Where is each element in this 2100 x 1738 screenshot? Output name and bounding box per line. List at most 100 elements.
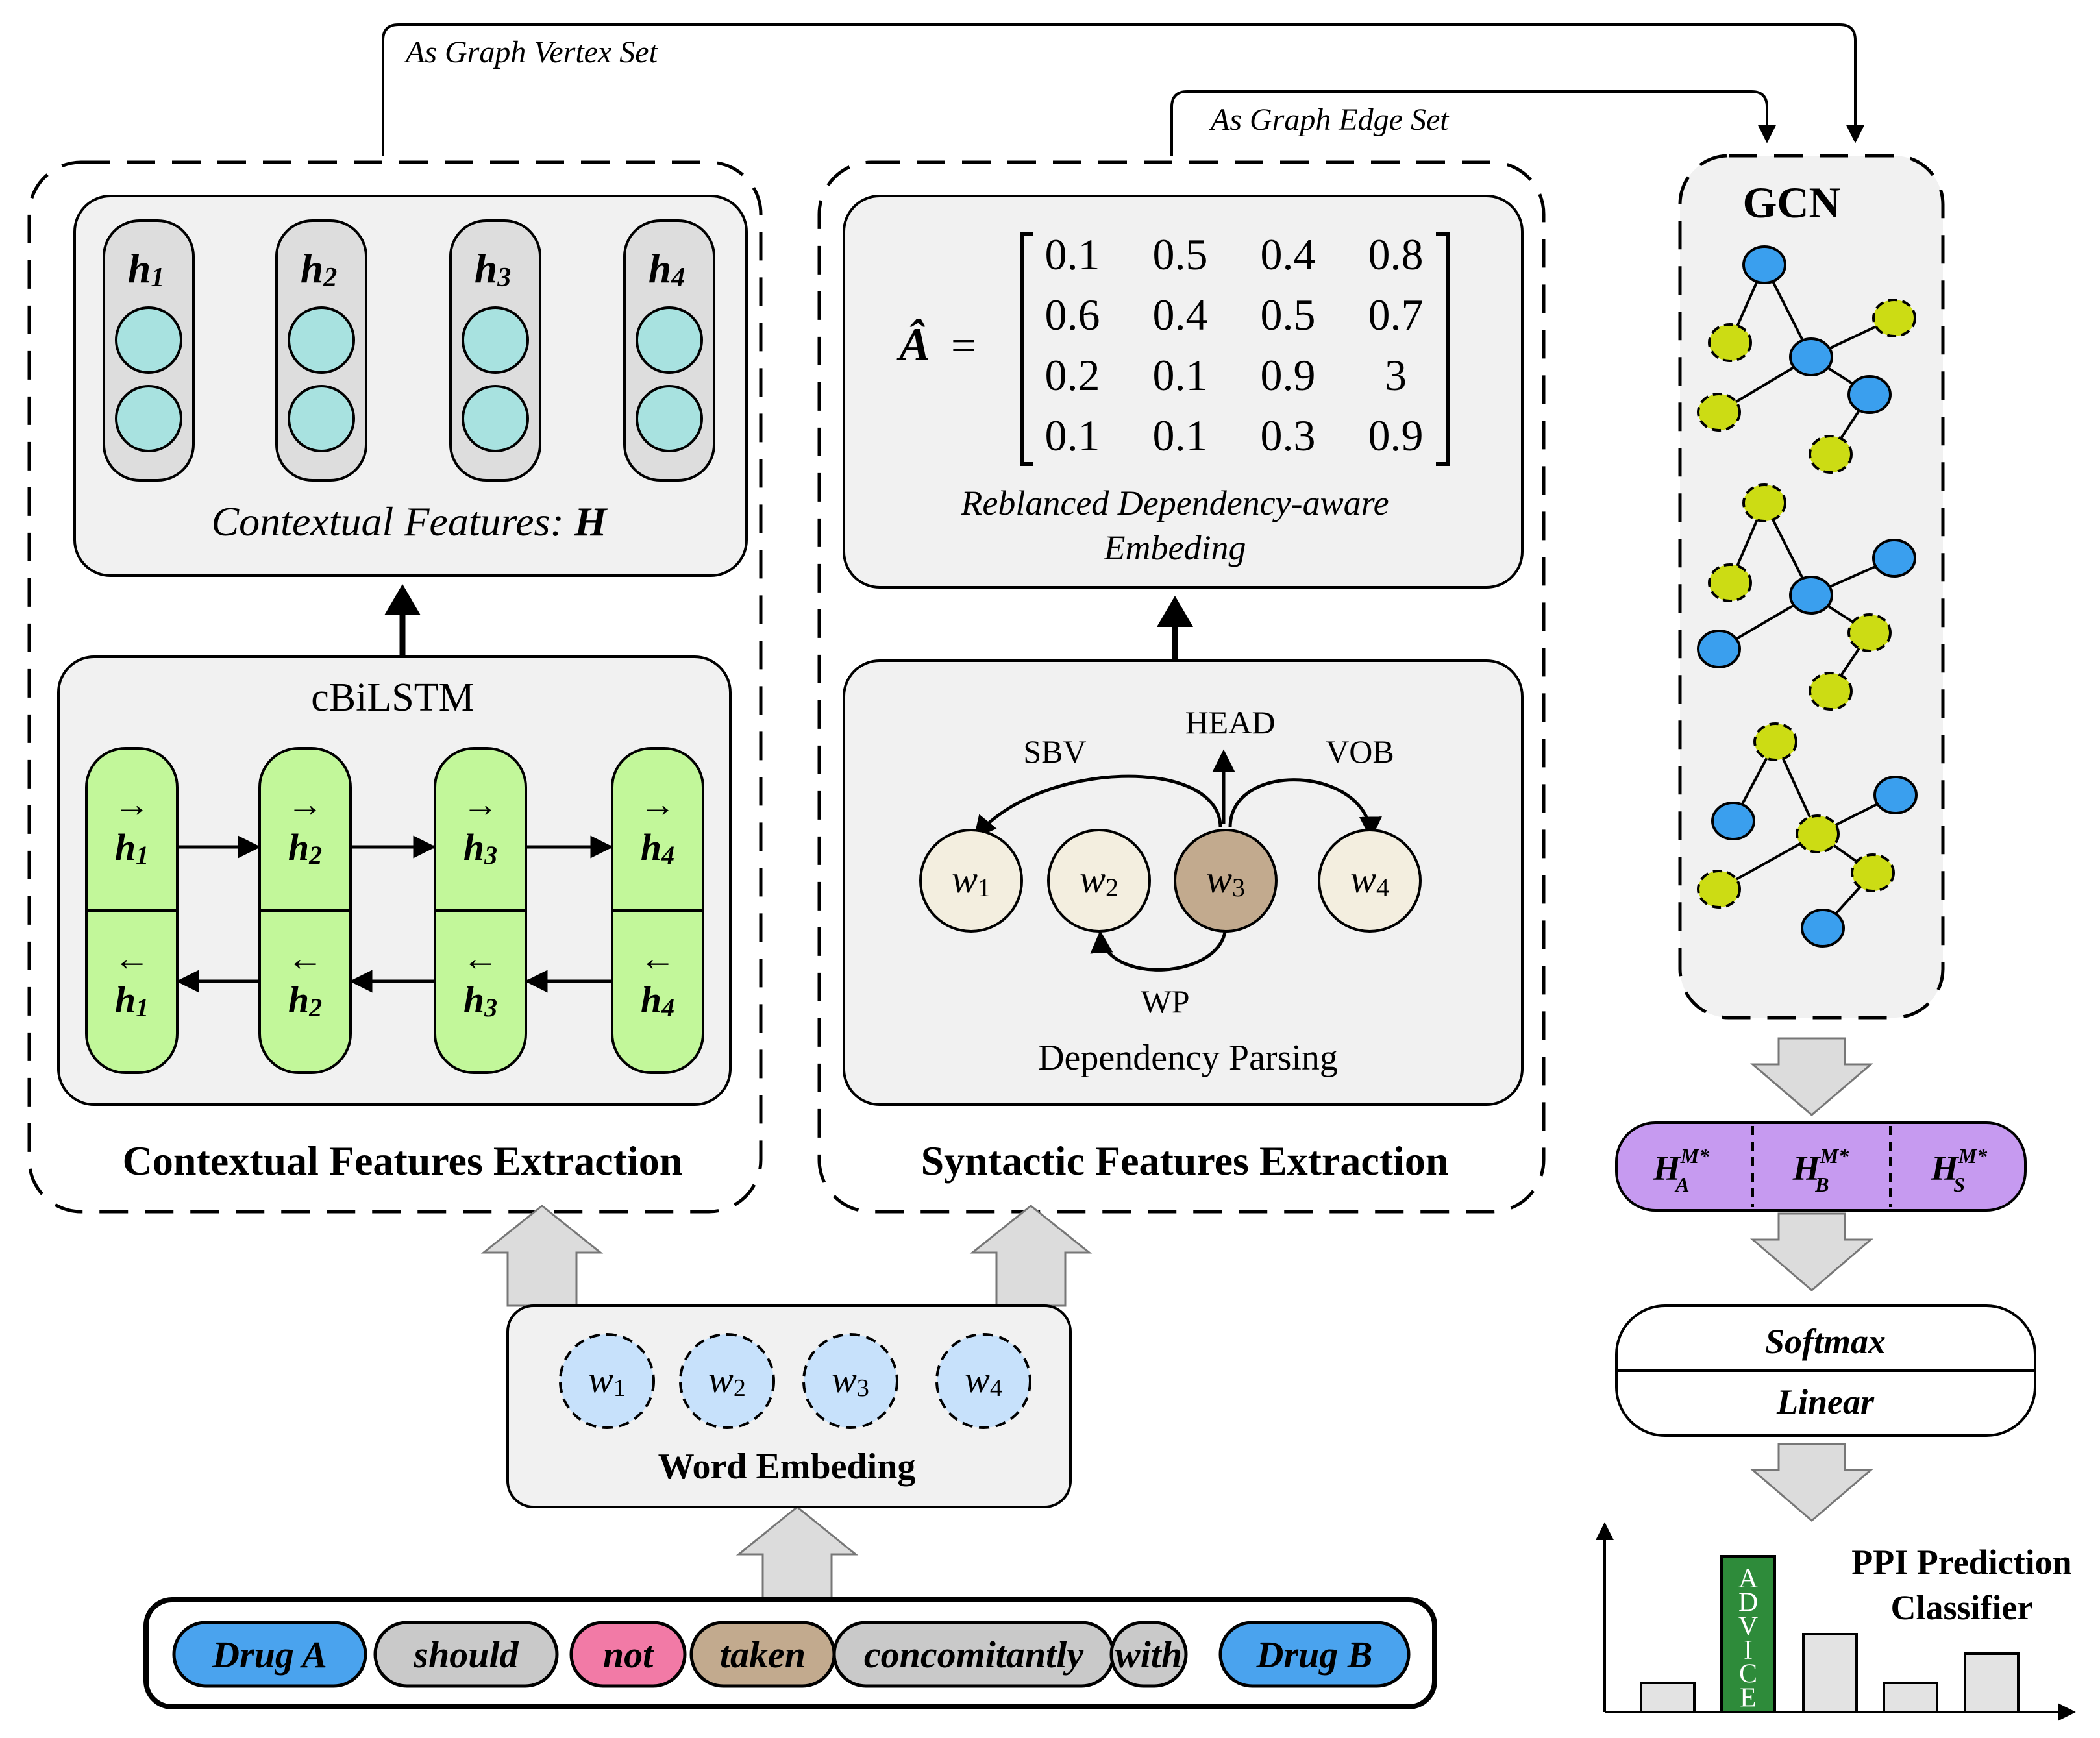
graph-node-yellow <box>1847 613 1892 652</box>
forward-hidden-label: h1 <box>115 826 149 870</box>
representation-bar <box>1615 1121 2027 1212</box>
matrix-cell: 0.8 <box>1368 230 1424 279</box>
matrix-symbol: Â <box>896 319 930 371</box>
advice-letter: E <box>1740 1683 1757 1713</box>
token-text: taken <box>720 1634 806 1676</box>
word-node-label: w3 <box>1206 858 1245 902</box>
feature-node <box>288 306 355 374</box>
backward-arrow-glyph: ← <box>287 938 323 979</box>
token-text: with <box>1115 1634 1182 1676</box>
graph-node-yellow <box>1753 722 1797 761</box>
matrix-right-bracket <box>1436 232 1450 466</box>
graph-node-yellow <box>1809 672 1853 711</box>
graph-node-yellow <box>1796 814 1840 853</box>
matrix-left-bracket <box>1020 232 1033 466</box>
arrow-head <box>384 584 421 615</box>
edge-set-arrow <box>1170 90 1776 156</box>
matrix-cell: 0.9 <box>1261 350 1316 400</box>
contextual-extraction-module: h1 h2 h3 h4 Contextual Features: H <box>27 160 763 1214</box>
feature-node <box>115 306 182 374</box>
contextual-module-border <box>27 160 763 1214</box>
lstm-recurrent-arrows <box>176 835 613 993</box>
advice-letter: D <box>1738 1588 1758 1618</box>
lstm-cell-4: → h4 ← h4 <box>611 747 704 1074</box>
backward-hidden-label: h4 <box>641 979 674 1022</box>
sbv-arc <box>973 774 1222 839</box>
linear-label: Linear <box>1776 1382 1875 1421</box>
matrix-cell: 0.6 <box>1045 290 1100 339</box>
graph-node-blue <box>1789 576 1833 615</box>
h-column-3: h3 <box>449 219 541 482</box>
graph-node-yellow <box>1708 563 1752 602</box>
classifier-bars <box>1640 1555 2020 1713</box>
contextual-module-title: Contextual Features Extraction <box>123 1138 683 1184</box>
token-text: not <box>603 1634 654 1676</box>
forward-arrow-glyph: → <box>639 785 676 825</box>
matrix-cell: 0.1 <box>1045 230 1100 279</box>
graph-node-yellow <box>1697 870 1741 909</box>
advice-letter: I <box>1744 1635 1753 1665</box>
backward-hidden-label: h1 <box>115 979 149 1022</box>
embed-word-3: w3 <box>802 1333 898 1429</box>
gcn-to-output-arrow <box>1749 1037 1874 1116</box>
matrix-cell: 0.2 <box>1045 350 1100 400</box>
arrow-head <box>1157 596 1193 627</box>
token-pill <box>1218 1621 1411 1688</box>
graph-node-yellow <box>1872 299 1916 337</box>
concatenated-representation: HM*A HM*B HM*S <box>1615 1121 2027 1212</box>
matrix-cell: 0.5 <box>1261 290 1316 339</box>
feature-node <box>288 385 355 452</box>
word-node-head <box>1174 829 1278 933</box>
h-column-label: h2 <box>301 245 338 293</box>
forward-hidden-label: h4 <box>641 826 674 870</box>
gcn-module: GCN <box>1678 154 1945 1020</box>
matrix-cell: 0.1 <box>1045 411 1100 460</box>
classifier-bar <box>1883 1682 1938 1713</box>
classifier-bar <box>1640 1682 1696 1713</box>
embedding-node-label: w2 <box>708 1358 746 1402</box>
token-pill <box>569 1621 687 1688</box>
embedding-to-contextual-arrow <box>480 1205 604 1307</box>
word-node-label: w4 <box>1350 858 1389 902</box>
token-text: should <box>413 1634 519 1676</box>
classifier-bar <box>1964 1652 2020 1713</box>
gcn-graph-3 <box>1697 722 1918 948</box>
graph-node-blue <box>1872 539 1916 578</box>
parse-word-2: w2 <box>1047 829 1151 933</box>
wp-arc <box>1090 925 1228 972</box>
softmax-label: Softmax <box>1765 1322 1886 1361</box>
dependency-arcs <box>973 749 1382 972</box>
matrix-cell: 0.1 <box>1153 411 1208 460</box>
advice-letter: A <box>1738 1564 1759 1594</box>
matrix-cell: 0.4 <box>1153 290 1208 339</box>
forward-hidden-label: h3 <box>463 826 497 870</box>
embedding-node <box>802 1333 898 1429</box>
matrix-equals: = <box>951 321 976 370</box>
matrix-cell: 0.9 <box>1368 411 1424 460</box>
vertex-set-arrow <box>382 23 1864 156</box>
sbv-label: SBV <box>1023 733 1086 770</box>
head-label: HEAD <box>1185 704 1276 740</box>
classifier-title-line2: Classifier <box>1891 1588 2033 1627</box>
parse-word-1: w1 <box>919 829 1023 933</box>
h-a-label: HM*A <box>1653 1144 1710 1196</box>
bilstm-title: cBiLSTM <box>311 676 474 720</box>
embedding-node-label: w4 <box>965 1358 1002 1402</box>
graph-node-blue <box>1697 630 1741 668</box>
matrix-cell: 0.7 <box>1368 290 1424 339</box>
backward-hidden-label: h2 <box>288 979 322 1022</box>
gcn-graph-2 <box>1697 483 1916 711</box>
embed-word-4: w4 <box>935 1333 1031 1429</box>
output-to-softmax-arrow <box>1749 1212 1874 1291</box>
word-embedding-frame <box>506 1304 1072 1508</box>
h-column-4: h4 <box>623 219 715 482</box>
advice-letter: V <box>1738 1611 1758 1641</box>
vertex-set-connector: As Graph Vertex Set <box>382 23 1864 156</box>
embedding-caption-line2: Embeding <box>1104 528 1246 567</box>
token-pill <box>172 1621 367 1688</box>
word-node <box>1047 829 1151 933</box>
dependency-embedding-panel <box>843 195 1524 589</box>
feature-node <box>636 306 703 374</box>
